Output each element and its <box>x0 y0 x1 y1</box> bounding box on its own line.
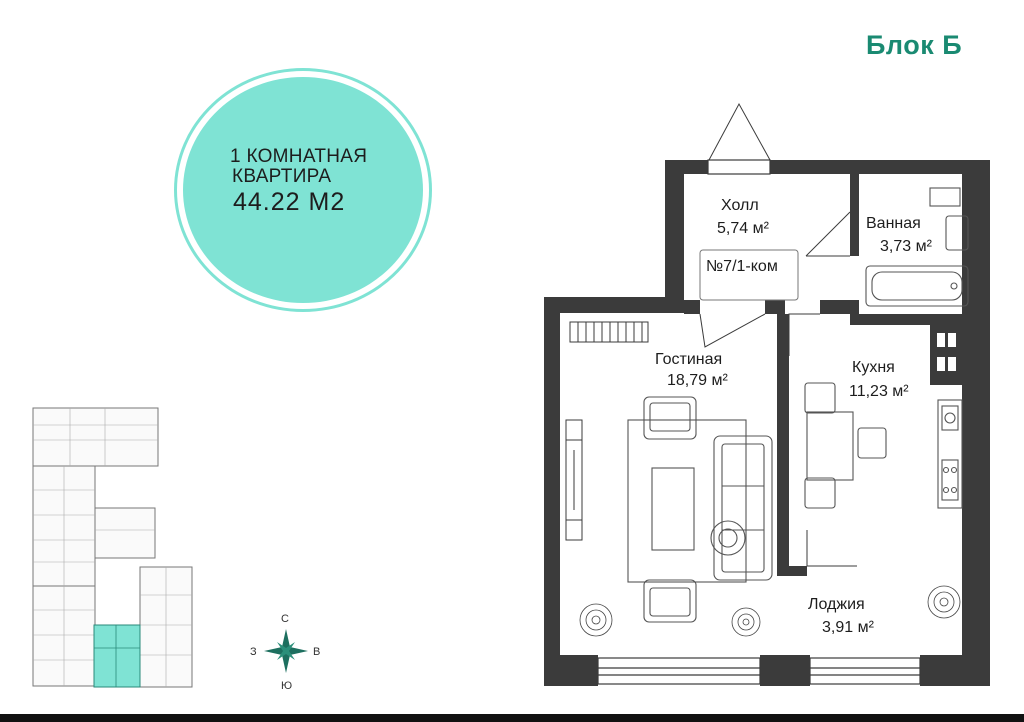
building-overview-map <box>32 407 193 688</box>
apartment-badge-circle <box>177 71 429 309</box>
room-name-loggia: Лоджия <box>808 596 865 613</box>
bottom-border <box>0 714 1024 722</box>
compass-west-label: З <box>250 646 257 658</box>
badge-area-text: 44.22 М2 <box>233 188 346 216</box>
living-room-furniture <box>627 396 773 623</box>
plan-walls <box>544 160 990 686</box>
apartment-tag-box <box>699 249 799 301</box>
room-name-kitchen: Кухня <box>852 359 895 376</box>
plant-icons <box>579 585 961 637</box>
kitchen-furniture <box>804 382 963 509</box>
apartment-tag: №7/1-ком <box>706 258 778 275</box>
block-label: Блок Б <box>866 30 963 60</box>
room-name-bathroom: Ванная <box>866 215 921 232</box>
room-area-living: 18,79 м² <box>667 372 728 389</box>
room-area-hall: 5,74 м² <box>717 220 770 237</box>
room-area-bathroom: 3,73 м² <box>880 238 933 255</box>
room-area-loggia: 3,91 м² <box>822 619 875 636</box>
room-area-kitchen: 11,23 м² <box>849 383 909 400</box>
compass-north-label: С <box>281 613 289 625</box>
room-name-living: Гостиная <box>655 351 722 368</box>
compass-east-label: В <box>313 646 320 658</box>
bathroom-fixtures <box>865 187 969 307</box>
badge-rooms-text: 1 КОМНАТНАЯ <box>230 146 368 167</box>
room-name-hall: Холл <box>721 197 759 214</box>
compass-south-label: Ю <box>281 680 292 692</box>
compass-rose-icon <box>264 629 308 673</box>
badge-type-text: КВАРТИРА <box>232 166 332 187</box>
